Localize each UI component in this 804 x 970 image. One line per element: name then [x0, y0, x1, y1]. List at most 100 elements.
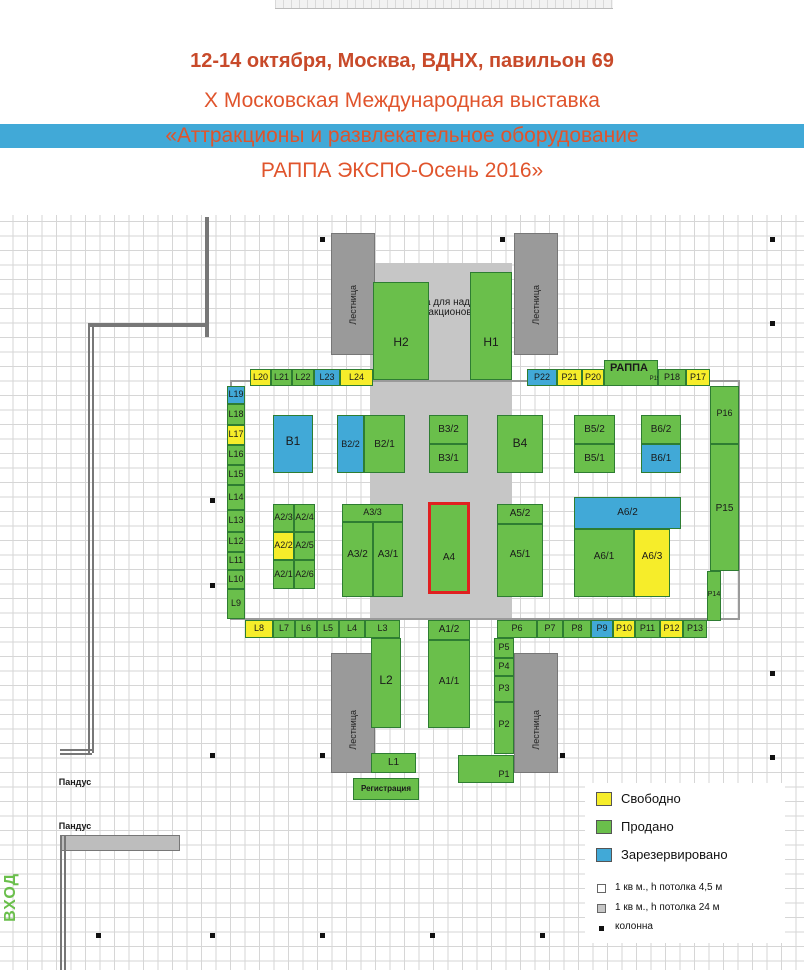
stand-L2[interactable] [371, 638, 401, 728]
stand-L19[interactable] [227, 386, 245, 404]
registration-label: Регистрация [360, 783, 412, 793]
stand-L15[interactable] [227, 465, 245, 485]
stand-A6-1[interactable] [574, 529, 634, 597]
stand-P11[interactable] [635, 620, 660, 638]
column-marker [210, 753, 215, 758]
stand-A2-3[interactable] [273, 504, 294, 532]
stand-label: B2/1 [374, 438, 395, 450]
stand-label: A2/1 [274, 568, 293, 579]
stand-L11[interactable] [227, 552, 245, 570]
stand-P7[interactable] [537, 620, 563, 638]
stand-L13[interactable] [227, 510, 245, 532]
stairs-label-wrap: Лестница [339, 270, 367, 340]
stand-P17[interactable] [686, 369, 710, 386]
stand-P22[interactable] [527, 369, 557, 386]
stand-P6[interactable] [497, 620, 537, 638]
stand-B6-2[interactable] [641, 415, 681, 444]
stand-A1-2[interactable] [428, 620, 470, 640]
stand-B4[interactable] [497, 415, 543, 473]
stand-H2[interactable] [373, 282, 429, 380]
stand-L8[interactable] [245, 620, 273, 638]
stand-A2-6[interactable] [294, 560, 315, 589]
stand-label: A6/1 [593, 550, 615, 562]
stand-A6-2[interactable] [574, 497, 681, 529]
stand-B5-2[interactable] [574, 415, 615, 444]
stand-P1[interactable] [458, 755, 514, 783]
stand-A5-2[interactable] [497, 504, 543, 524]
stand-label: A2/6 [295, 568, 314, 579]
stand-L24[interactable] [340, 369, 373, 386]
stand-L5[interactable] [317, 620, 339, 638]
stand-label: P14 [707, 591, 721, 599]
stand-B2-1[interactable] [364, 415, 405, 473]
stand-A5-1[interactable] [497, 524, 543, 597]
stand-A3-1[interactable] [373, 522, 403, 597]
stand-A3-3[interactable] [342, 504, 403, 522]
stand-L9[interactable] [227, 589, 245, 619]
legend-cell-gray-icon [597, 904, 606, 913]
stand-L23[interactable] [314, 369, 340, 386]
stand-B3-2[interactable] [429, 415, 468, 444]
stand-P14[interactable] [707, 571, 721, 621]
stand-B6-1[interactable] [641, 444, 681, 473]
stand-L16[interactable] [227, 445, 245, 465]
stand-L1[interactable] [371, 753, 416, 773]
stand-A3-2[interactable] [342, 522, 373, 597]
column-marker [770, 237, 775, 242]
stand-B2-2[interactable] [337, 415, 364, 473]
stand-P15[interactable] [710, 444, 739, 571]
stand-L22[interactable] [292, 369, 314, 386]
stand-L4[interactable] [339, 620, 365, 638]
stand-L20[interactable] [250, 369, 271, 386]
stand-L7[interactable] [273, 620, 295, 638]
stand-label: B6/1 [650, 452, 672, 464]
stand-P4[interactable] [494, 658, 514, 676]
stand-L18[interactable] [227, 404, 245, 425]
stand-P20[interactable] [582, 369, 604, 386]
stand-B3-1[interactable] [429, 444, 468, 473]
stand-label: P16 [716, 408, 733, 419]
stand-L6[interactable] [295, 620, 317, 638]
stand-P21[interactable] [557, 369, 582, 386]
stand-rappa[interactable] [604, 360, 658, 386]
stand-P2[interactable] [494, 702, 514, 754]
stand-P12[interactable] [660, 620, 683, 638]
stand-B1[interactable] [273, 415, 313, 473]
stand-label: P7 [544, 623, 556, 634]
stand-A4[interactable] [428, 502, 470, 594]
stairs-label: Лестница [348, 285, 358, 325]
stand-L14[interactable] [227, 485, 245, 510]
stand-P3[interactable] [494, 676, 514, 702]
stand-P5[interactable] [494, 638, 514, 658]
stand-P16[interactable] [710, 386, 739, 444]
stand-P18[interactable] [658, 369, 686, 386]
stand-P10[interactable] [613, 620, 635, 638]
wall-segment [205, 217, 209, 337]
stand-A2-1[interactable] [273, 560, 294, 589]
stand-L3[interactable] [365, 620, 400, 638]
stand-L12[interactable] [227, 532, 245, 552]
stand-label: A2/4 [295, 512, 314, 523]
event-title-line-2: «Аттракционы и развлекательное оборудова… [0, 124, 804, 148]
stand-A2-2[interactable] [273, 532, 294, 560]
stand-A2-4[interactable] [294, 504, 315, 532]
stand-label: L7 [278, 623, 289, 634]
stand-P8[interactable] [563, 620, 591, 638]
stand-P9[interactable] [591, 620, 613, 638]
stand-H1[interactable] [470, 272, 512, 380]
column-marker [320, 753, 325, 758]
stand-label: L10 [228, 573, 244, 584]
stand-label: L2 [379, 672, 393, 687]
stand-L10[interactable] [227, 570, 245, 589]
stand-L21[interactable] [271, 369, 292, 386]
stand-A1-1[interactable] [428, 640, 470, 728]
stand-L17[interactable] [227, 425, 245, 445]
stand-A2-5[interactable] [294, 532, 315, 560]
stand-B5-1[interactable] [574, 444, 615, 473]
stand-A6-3[interactable] [634, 529, 670, 597]
stand-label: A5/2 [509, 507, 531, 519]
registration-desk[interactable] [353, 778, 419, 800]
stairs-label-wrap: Лестница [339, 695, 367, 765]
stand-P13[interactable] [683, 620, 707, 638]
stand-label: P13 [686, 623, 703, 634]
